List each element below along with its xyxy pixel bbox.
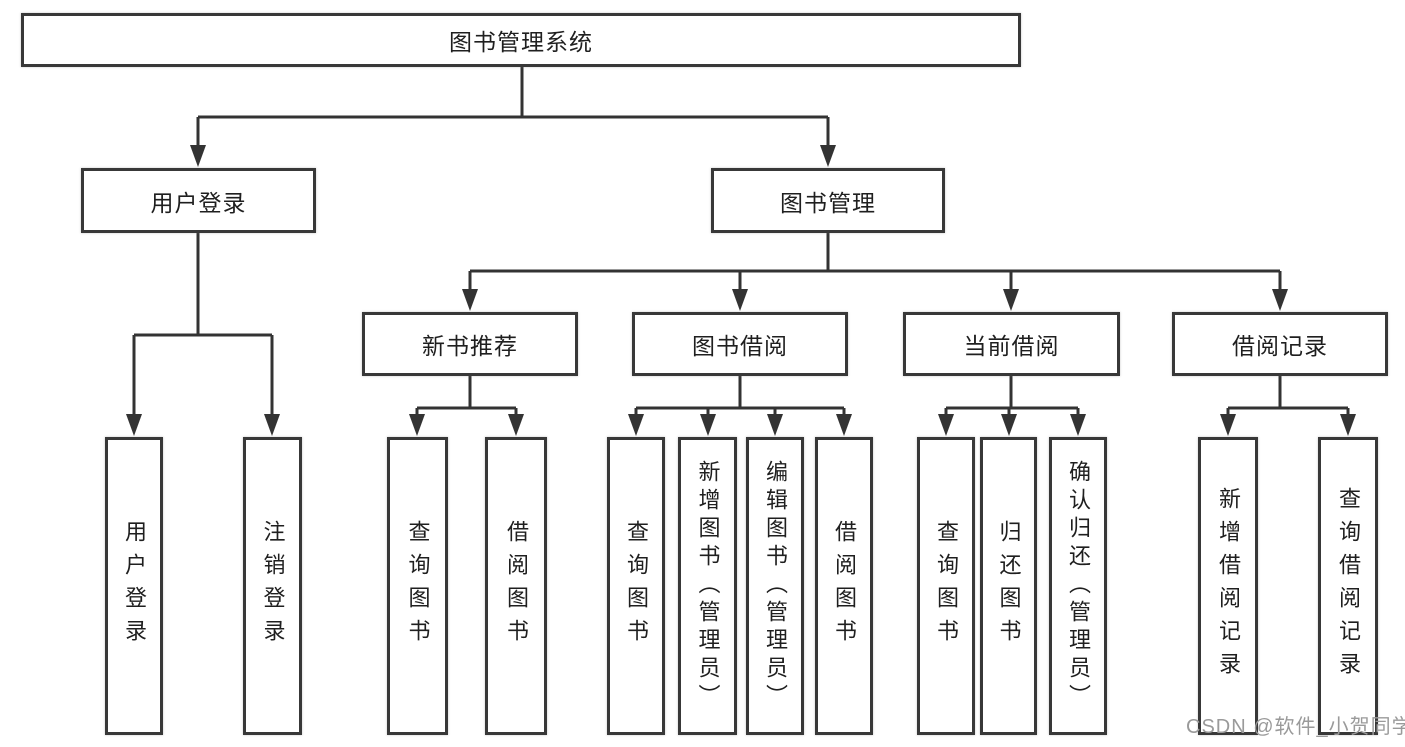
node-root: 图书管理系统 — [21, 13, 1021, 67]
leaf-query-books-newbook: 查询图书 — [387, 437, 448, 735]
arrowhead — [1340, 414, 1356, 436]
arrowhead — [1070, 414, 1086, 436]
arrowhead — [409, 414, 425, 436]
arrowhead — [190, 145, 206, 167]
leaf-borrow-books-newbook: 借阅图书 — [485, 437, 547, 735]
leaf-logout: 注销登录 — [243, 437, 302, 735]
node-current-borrow: 当前借阅 — [903, 312, 1120, 376]
arrowhead — [1001, 414, 1017, 436]
edge-bookmgmt-to-level3 — [468, 233, 1282, 290]
leaf-borrow-books-borrow: 借阅图书 — [815, 437, 873, 735]
node-user-login: 用户登录 — [81, 168, 316, 233]
arrowhead — [1003, 289, 1019, 311]
leaf-add-book-admin: 新增图书（管理员） — [678, 437, 737, 735]
arrowhead — [508, 414, 524, 436]
edge-root-to-level2 — [196, 67, 830, 146]
leaf-add-borrow-record: 新增借阅记录 — [1198, 437, 1258, 735]
arrowhead — [126, 414, 142, 436]
node-book-borrow: 图书借阅 — [632, 312, 848, 376]
arrowhead — [264, 414, 280, 436]
node-new-book-recommend: 新书推荐 — [362, 312, 578, 376]
leaf-return-book: 归还图书 — [980, 437, 1037, 735]
arrowhead — [700, 414, 716, 436]
arrowhead — [462, 289, 478, 311]
edge-userlogin-to-leaves — [132, 233, 274, 415]
watermark: CSDN @软件_小贺同学 — [1186, 716, 1405, 738]
arrowhead — [938, 414, 954, 436]
arrowhead — [836, 414, 852, 436]
arrowhead — [732, 289, 748, 311]
node-book-management: 图书管理 — [711, 168, 945, 233]
arrowhead — [1272, 289, 1288, 311]
leaf-query-books-borrow: 查询图书 — [607, 437, 665, 735]
leaf-query-books-current: 查询图书 — [917, 437, 975, 735]
leaf-confirm-return-admin: 确认归还（管理员） — [1049, 437, 1107, 735]
arrowhead — [1220, 414, 1236, 436]
edge-borrow-to-leaves — [634, 376, 846, 415]
edge-records-to-leaves — [1226, 376, 1350, 415]
arrowhead — [820, 145, 836, 167]
edge-current-to-leaves — [944, 376, 1080, 415]
leaf-user-login: 用户登录 — [105, 437, 163, 735]
arrowhead — [767, 414, 783, 436]
edge-newbook-to-leaves — [415, 376, 518, 415]
node-borrow-records: 借阅记录 — [1172, 312, 1388, 376]
arrowhead — [628, 414, 644, 436]
leaf-edit-book-admin: 编辑图书（管理员） — [746, 437, 804, 735]
leaf-query-borrow-record: 查询借阅记录 — [1318, 437, 1378, 735]
